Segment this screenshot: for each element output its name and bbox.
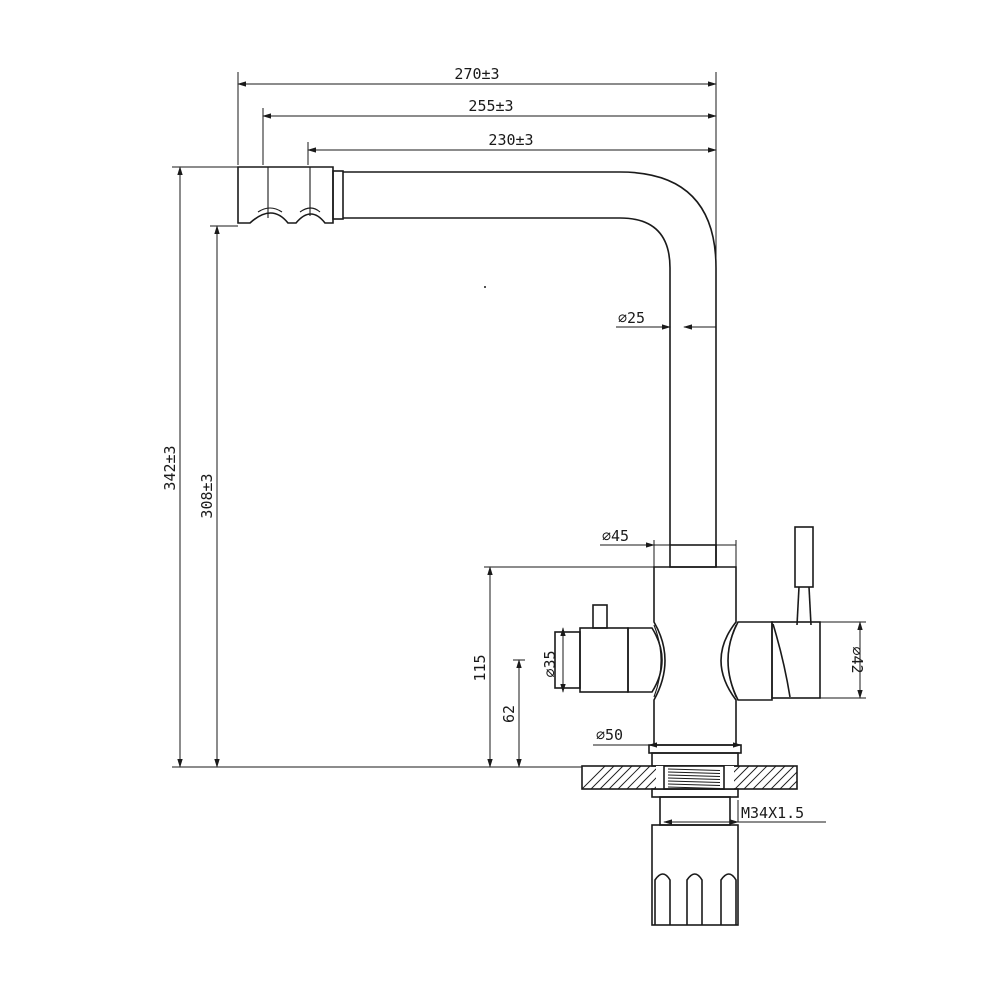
label-body-height: 115 (471, 654, 489, 681)
dimension-labels: 270±3 255±3 230±3 ⌀25 342±3 308±3 ⌀45 11… (161, 65, 866, 822)
hatch-line (599, 765, 624, 790)
label-handle-axis-height: 62 (500, 705, 518, 723)
hatch-line (752, 765, 777, 790)
hatch-line (581, 765, 606, 790)
left-handle (554, 604, 663, 693)
hatch-line (743, 765, 768, 790)
hatch-line (617, 765, 642, 790)
hatch-line (779, 771, 798, 790)
dimension-lines (172, 72, 866, 825)
hatch-line (761, 765, 786, 790)
label-height-total: 342±3 (161, 445, 179, 490)
thread-line (667, 774, 721, 777)
spout-head (237, 166, 334, 224)
hatch-line (635, 765, 660, 790)
label-thread: M34X1.5 (741, 804, 804, 822)
thread-line (667, 768, 721, 771)
base-ring (648, 744, 742, 754)
tube-joint (669, 544, 717, 568)
mounting-shank (651, 788, 739, 926)
spout-tube (343, 171, 717, 567)
hatch-line (788, 780, 798, 790)
hatch-line (626, 765, 651, 790)
spout-collar (332, 170, 344, 220)
thread-line (667, 777, 721, 780)
label-width-inner: 230±3 (488, 131, 533, 149)
label-spout-tube-diameter: ⌀25 (618, 309, 645, 327)
hatch-line (608, 765, 633, 790)
label-right-handle-diameter: ⌀42 (848, 646, 866, 673)
thread-line (667, 783, 721, 786)
right-handle (727, 526, 821, 701)
faucet-outline (237, 166, 821, 767)
hatch-line (590, 765, 615, 790)
label-width-total: 270±3 (454, 65, 499, 83)
label-base-diameter: ⌀50 (596, 726, 623, 744)
thread-lines (667, 768, 721, 789)
label-height-outlet: 308±3 (198, 473, 216, 518)
thread-line (667, 771, 721, 774)
label-left-handle-diameter: ⌀35 (541, 650, 559, 677)
hatch-line (770, 765, 795, 790)
thread-line (667, 780, 721, 783)
hatch-line (734, 765, 759, 790)
countertop-section (581, 765, 798, 790)
faucet-body (653, 566, 737, 746)
label-body-diameter: ⌀45 (602, 527, 629, 545)
label-width-mid: 255±3 (468, 97, 513, 115)
